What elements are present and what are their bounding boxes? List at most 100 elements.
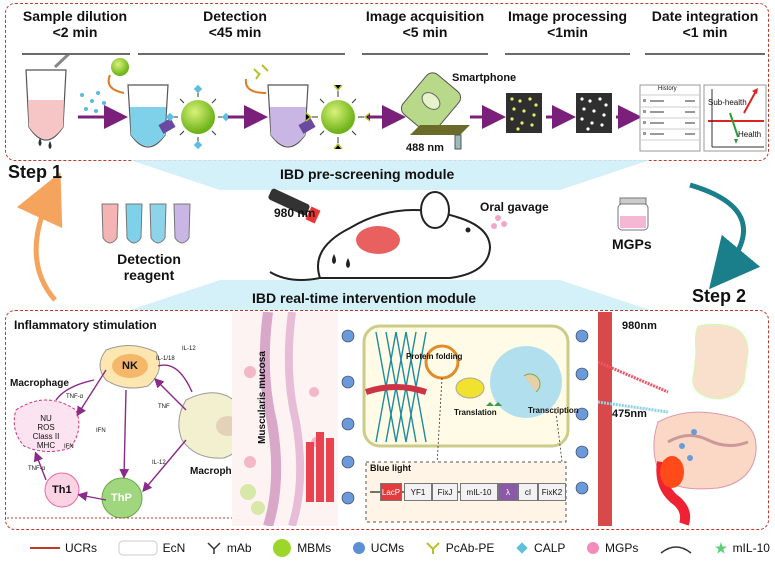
intestinal-mucosa (232, 312, 338, 526)
legend-label: mIL-10 (732, 541, 770, 555)
legend-item-pcab: PcAb-PE (425, 541, 495, 555)
blue-light-label: Blue light (370, 463, 411, 473)
wl-475nm-label: 475nm (612, 408, 647, 420)
gene-lambda: λ (498, 483, 518, 501)
wavelength-980-label: 980 nm (274, 206, 316, 220)
gene-lacp: LacP (380, 483, 402, 501)
prescreening-module-label: IBD pre-screening module (280, 166, 455, 182)
legend-label: CALP (534, 541, 566, 555)
calp-diamond-icon (516, 542, 528, 554)
ucm-sphere-icon (352, 542, 365, 554)
ros-text: ROS (37, 423, 55, 432)
dilution-dots (80, 91, 106, 113)
nu-ros-mhc-label: NU ROS Class II MHC (26, 414, 66, 450)
intervention-module-label: IBD real-time intervention module (252, 290, 477, 306)
step-time-text: <1min (547, 24, 588, 40)
flashlight-icon (268, 188, 321, 224)
top-process-illustration (25, 55, 767, 152)
detection-reagent-tubes (101, 203, 191, 244)
step1-label: Step 1 (8, 162, 63, 182)
mgps-jar (617, 197, 649, 231)
legend-item-calp: CALP (515, 541, 565, 555)
middle-band (16, 160, 761, 310)
muscularis-label: Muscularis mucosa (256, 351, 268, 444)
health-label: Health (738, 130, 762, 139)
mouse-illustration (268, 188, 507, 281)
health-status-chart (703, 84, 767, 152)
cytokine-ifn1: IFN (96, 428, 106, 434)
legend-item-ucms: UCMs (352, 541, 404, 555)
heading-rules (22, 53, 765, 55)
nk-cell (99, 345, 161, 389)
gene-yf1: YF1 (404, 483, 432, 501)
step-image-acquisition: Image acquisition <5 min (355, 8, 495, 40)
legend-label: mAb (226, 541, 252, 555)
step-title-text: Sample dilution (22, 8, 128, 24)
legend-item-arc (659, 541, 693, 555)
legend: UCRs EcN mAb MBMs UCMs PcAb-PE CALP MGPs… (30, 538, 770, 558)
smartphone (400, 72, 470, 150)
transcription-label: Transcription (528, 406, 579, 415)
legend-label: UCRs (65, 541, 97, 555)
step-title-text: Image processing (507, 8, 628, 24)
cytokine-tnf3: TNF-α (28, 466, 46, 472)
gene-fixk2: FixK2 (538, 483, 566, 501)
inflammatory-title: Inflammatory stimulation (14, 318, 157, 332)
step2-label: Step 2 (692, 286, 747, 306)
mbm-sphere-large (165, 84, 231, 150)
detection-tube-2 (244, 64, 316, 148)
step-image-processing: Image processing <1min (500, 8, 635, 40)
gene-fixj: FixJ (432, 483, 458, 501)
history-title: History (658, 86, 677, 92)
legend-item-mab: mAb (206, 541, 252, 555)
protein-folding-label: Protein folding (406, 352, 463, 361)
legend-label: PcAb-PE (445, 541, 495, 555)
cytokine-tnf2: TNF (158, 404, 170, 410)
cytokine-il12b: IL-12 (152, 460, 166, 466)
legend-label: UCMs (370, 541, 405, 555)
detection-reagent-line1: Detection (117, 251, 181, 267)
legend-label: MBMs (297, 541, 332, 555)
detection-reagent-line2: reagent (123, 267, 175, 283)
ecn-box-icon (118, 540, 158, 556)
wavelength-488-label: 488 nm (406, 142, 444, 154)
legend-label: EcN (162, 541, 186, 555)
macrophage-right-label: Macrophage (190, 466, 249, 477)
step-time-text: <1 min (682, 24, 728, 40)
mhc-text: Class II MHC (32, 432, 60, 450)
wl-980nm-label: 980nm (622, 320, 657, 332)
oral-gavage-label: Oral gavage (480, 200, 549, 214)
legend-item-mil10: mIL-10 (714, 541, 770, 555)
legend-item-ucrs: UCRs (30, 541, 97, 555)
cytokine-tnf1: TNF-α (66, 394, 84, 400)
cytokine-ifn2: IFN (64, 444, 74, 450)
macrophage-left-cell (13, 399, 80, 452)
detection-reagent-label: Detection reagent (104, 251, 194, 283)
mbm-sphere-icon (273, 539, 292, 557)
step-title-text: Date integration (651, 8, 759, 24)
sub-health-label: Sub-health (708, 98, 747, 107)
step-time-text: <5 min (402, 24, 448, 40)
step-title-text: Detection (203, 8, 267, 24)
sample-tube (25, 55, 70, 149)
th1-cell (44, 472, 80, 508)
smartphone-label: Smartphone (452, 72, 517, 84)
mbm-sphere-labeled (305, 84, 371, 150)
bottom-panel (5, 310, 769, 530)
translation-label: Translation (454, 408, 497, 417)
nk-label: NK (122, 360, 138, 372)
step-detection: Detection <45 min (150, 8, 320, 40)
history-table (639, 84, 701, 152)
step-time-text: <2 min (52, 24, 98, 40)
step-time-text: <45 min (208, 24, 262, 40)
legend-item-mbms: MBMs (272, 538, 331, 558)
arc-line-icon (660, 546, 692, 554)
legend-item-ecn: EcN (118, 539, 186, 557)
raw-image-panel (506, 93, 542, 133)
gene-mil10: mIL-10 (460, 483, 498, 501)
il10-star-icon (714, 542, 727, 554)
colon-illustration (598, 312, 757, 526)
ucr-rod-icon (30, 547, 60, 549)
macrophage-left-label: Macrophage (10, 378, 69, 389)
cytokine-il12a: IL-12 (182, 346, 196, 352)
